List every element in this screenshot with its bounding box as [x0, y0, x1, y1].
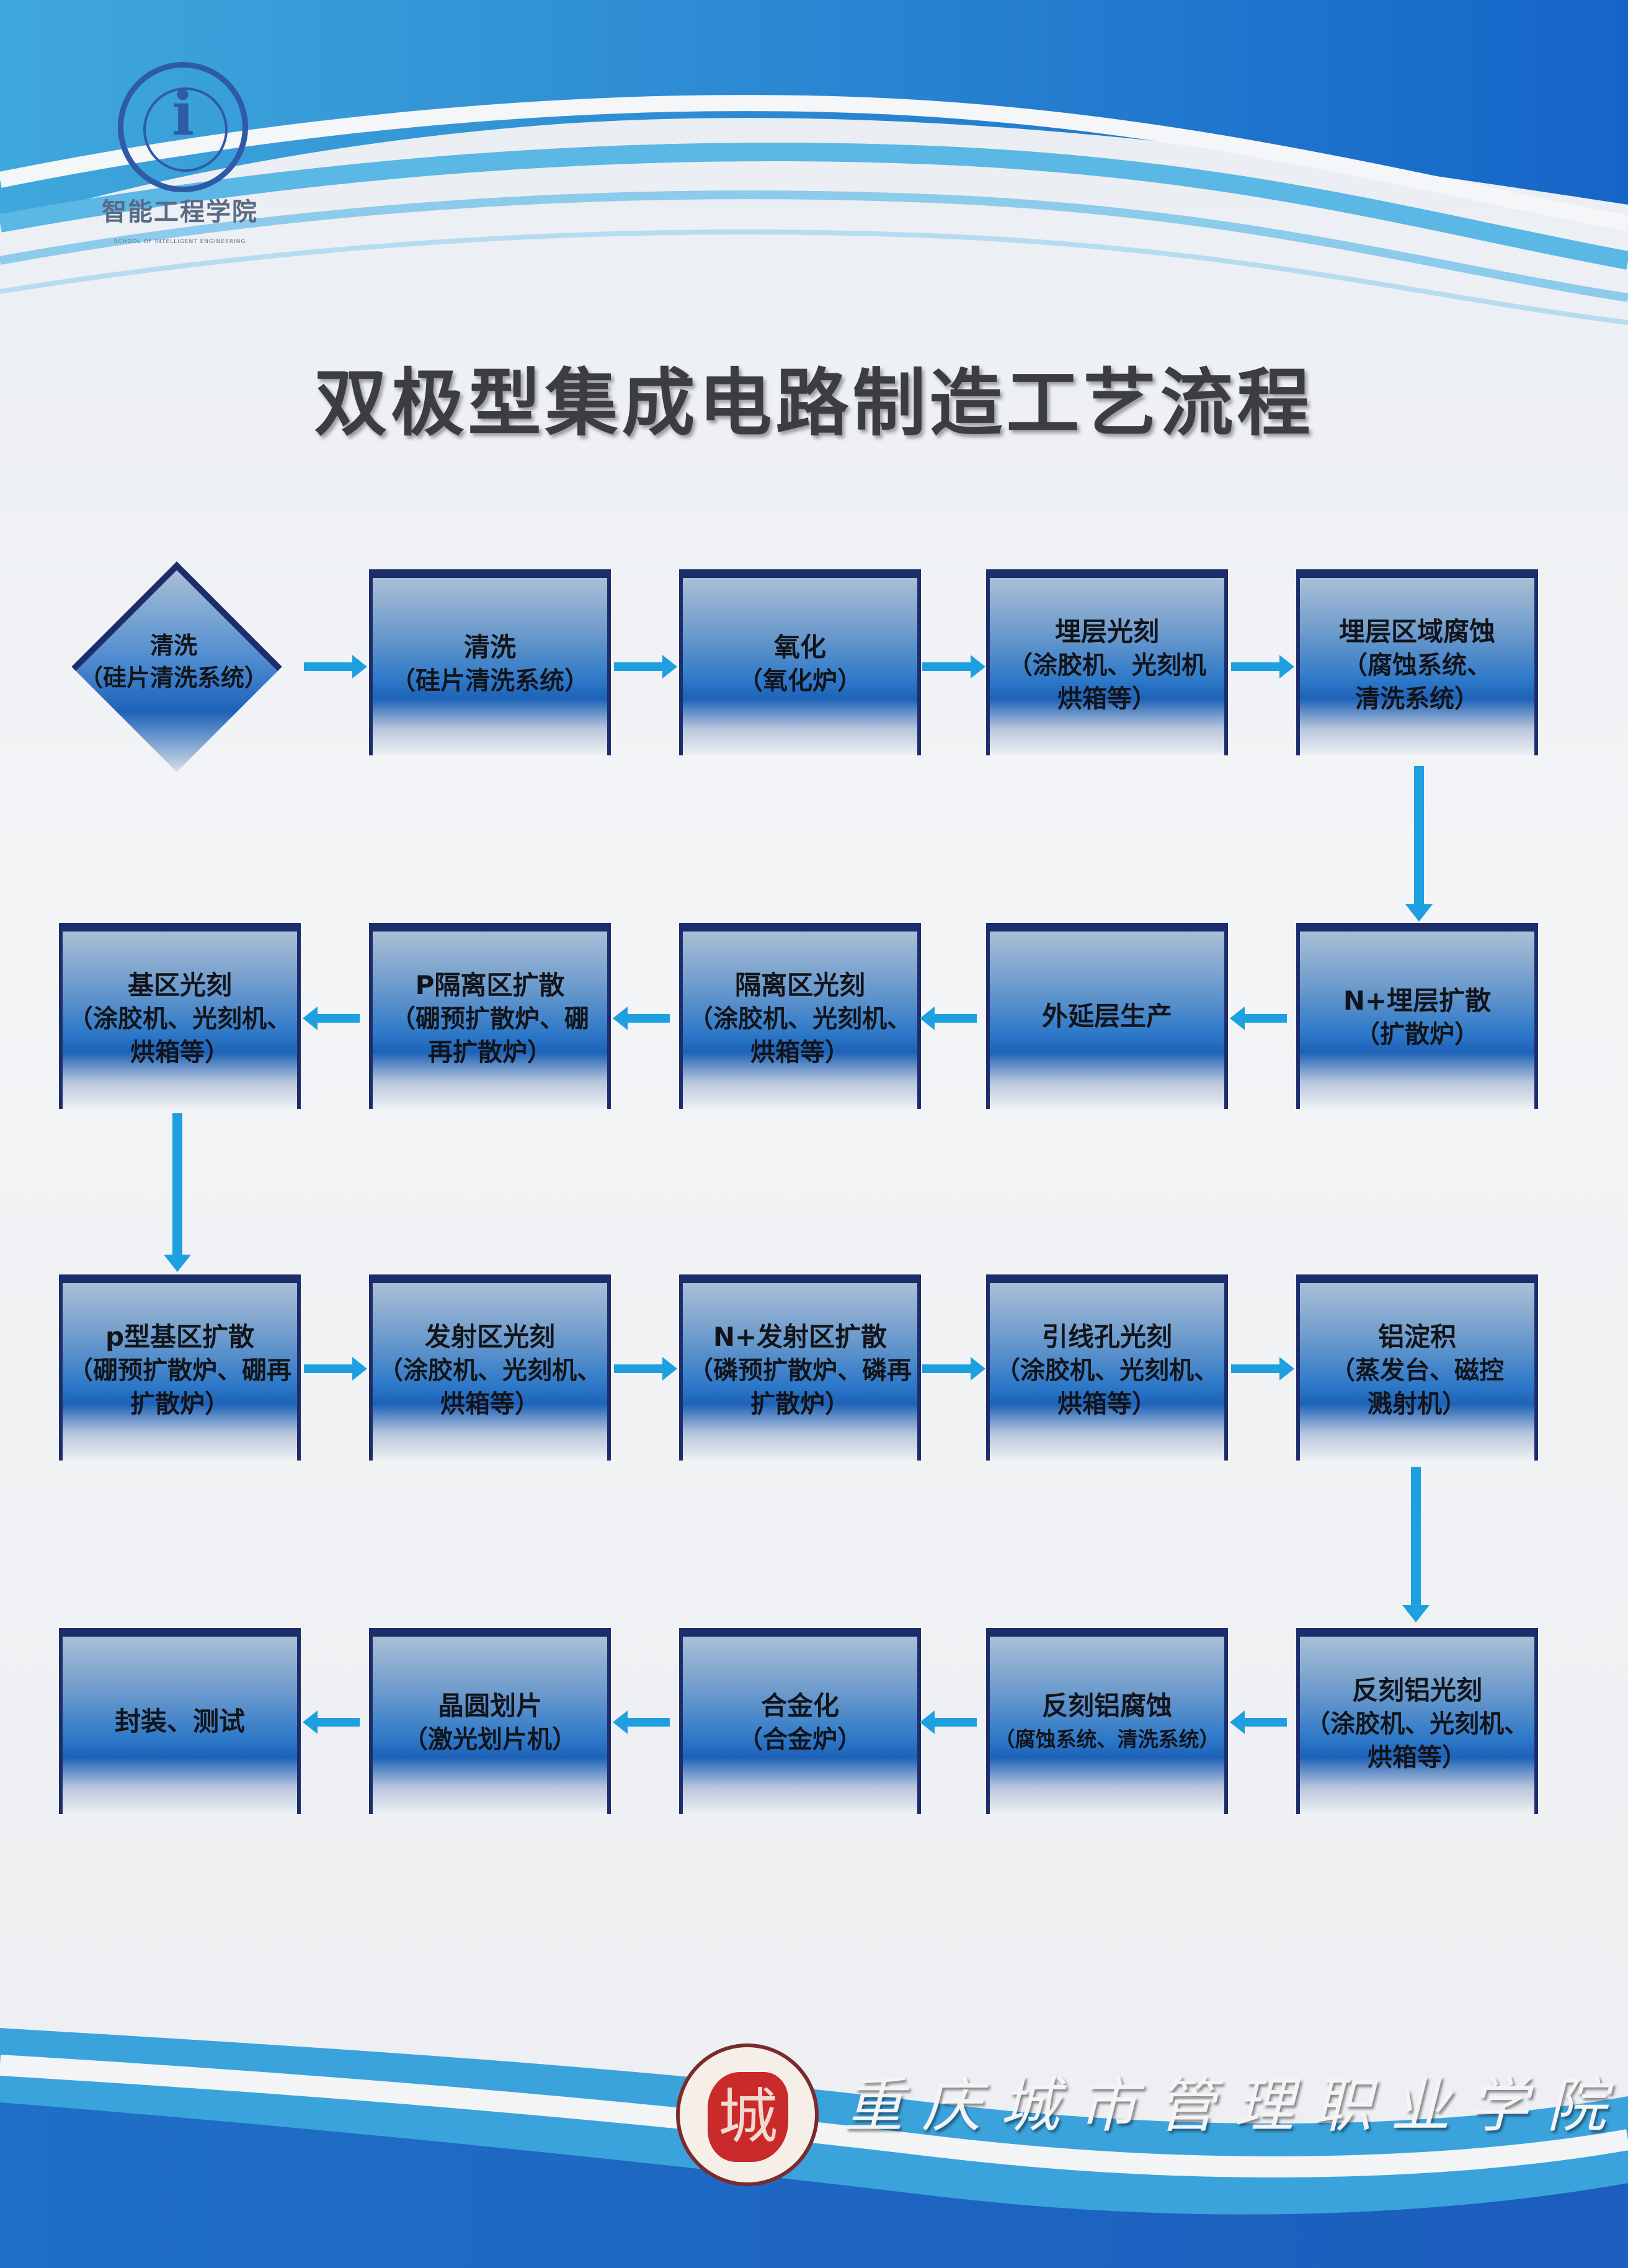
college-seal-logo: 城: [676, 2043, 819, 2186]
arrow-right: [1231, 1357, 1294, 1381]
arrow-down: [1402, 1467, 1430, 1622]
node-title: 反刻铝光刻: [1351, 1675, 1482, 1705]
node-label: （硅片清洗系统）: [79, 664, 268, 692]
node-equipment: （合金炉）: [738, 1725, 862, 1754]
process-node: 封装、测试: [59, 1628, 301, 1814]
node-title: 外延层生产: [1041, 1001, 1172, 1031]
node-equipment: （腐蚀系统、清洗系统）: [994, 1727, 1220, 1751]
node-equipment: （涂胶机、光刻机、: [1306, 1710, 1529, 1738]
node-equipment: （硼预扩散炉、硼: [391, 1005, 589, 1033]
node-equipment: （涂胶机、光刻机: [1008, 651, 1206, 680]
node-equipment: （涂胶机、光刻机、: [995, 1356, 1219, 1385]
process-node: 隔离区光刻 （涂胶机、光刻机、烘箱等）: [679, 923, 921, 1109]
process-node: 合金化 （合金炉）: [679, 1628, 921, 1814]
node-title: 发射区光刻: [424, 1322, 555, 1352]
node-equipment: （硼预扩散炉、硼再: [68, 1356, 291, 1385]
arrow-right: [922, 1357, 985, 1381]
process-node: p型基区扩散 （硼预扩散炉、硼再扩散炉）: [59, 1274, 301, 1461]
process-node: N+发射区扩散 （磷预扩散炉、磷再扩散炉）: [679, 1274, 921, 1461]
arrow-right: [304, 655, 367, 678]
node-title: 铝淀积: [1377, 1322, 1456, 1352]
seal-character: 城: [708, 2072, 788, 2162]
node-equipment: （激光划片机）: [403, 1725, 577, 1754]
school-name: 智能工程学院: [102, 197, 258, 226]
node-title: 氧化: [773, 632, 826, 662]
page-title: 双极型集成电路制造工艺流程: [314, 360, 1314, 446]
node-title: 封装、测试: [114, 1706, 245, 1737]
process-node: 清洗 （硅片清洗系统）: [369, 569, 611, 755]
node-equipment: （涂胶机、光刻机、: [68, 1005, 291, 1033]
process-node: 反刻铝光刻 （涂胶机、光刻机、烘箱等）: [1296, 1628, 1538, 1814]
node-title: 引线孔光刻: [1041, 1322, 1172, 1352]
process-node: 氧化 （氧化炉）: [679, 569, 921, 755]
arrow-right: [614, 1357, 677, 1381]
arrow-left: [920, 1710, 977, 1734]
node-equipment: 烘箱等）: [440, 1390, 540, 1418]
arrow-right: [922, 655, 985, 678]
arrow-left: [303, 1007, 360, 1030]
process-node: 埋层区域腐蚀 （腐蚀系统、清洗系统）: [1296, 569, 1538, 755]
arrow-left: [1230, 1007, 1287, 1030]
node-title: 反刻铝腐蚀: [1041, 1691, 1172, 1721]
process-node: 引线孔光刻 （涂胶机、光刻机、烘箱等）: [986, 1274, 1228, 1461]
process-node: 晶圆划片 （激光划片机）: [369, 1628, 611, 1814]
process-node: 基区光刻 （涂胶机、光刻机、烘箱等）: [59, 923, 301, 1109]
arrow-left: [920, 1007, 977, 1030]
node-title: 晶圆划片: [437, 1691, 542, 1721]
node-equipment: 烘箱等）: [750, 1038, 850, 1067]
process-node: 外延层生产: [986, 923, 1228, 1109]
node-equipment: 烘箱等）: [130, 1038, 229, 1067]
college-name: 重庆城市管理职业学院: [843, 2071, 1625, 2140]
node-equipment: 扩散炉）: [750, 1390, 850, 1418]
node-title: 基区光刻: [127, 970, 232, 1000]
node-title: 隔离区光刻: [734, 970, 865, 1000]
node-title: N+埋层扩散: [1343, 985, 1492, 1016]
node-equipment: 烘箱等）: [1057, 1390, 1157, 1418]
node-equipment: 扩散炉）: [130, 1390, 229, 1418]
arrow-right: [304, 1357, 367, 1381]
node-equipment: 溅射机）: [1368, 1390, 1467, 1418]
school-english-name: SCHOOL OF INTELLIGENT ENGINEERING: [113, 239, 246, 245]
node-equipment: （氧化炉）: [738, 667, 862, 695]
arrow-left: [1230, 1710, 1287, 1734]
node-label: 清洗: [149, 632, 197, 659]
arrow-left: [613, 1710, 670, 1734]
node-title: 合金化: [760, 1691, 839, 1721]
arrow-right: [614, 655, 677, 678]
arrow-right: [1231, 655, 1294, 678]
arrow-down: [164, 1113, 191, 1272]
process-node: N+埋层扩散 （扩散炉）: [1296, 923, 1538, 1109]
arrow-down: [1405, 766, 1433, 922]
arrow-left: [613, 1007, 670, 1030]
node-equipment: 再扩散炉）: [428, 1038, 552, 1067]
node-title: 埋层区域腐蚀: [1338, 616, 1495, 647]
start-node: 清洗 （硅片清洗系统）: [71, 561, 282, 772]
process-node: 发射区光刻 （涂胶机、光刻机、烘箱等）: [369, 1274, 611, 1461]
node-title: N+发射区扩散: [713, 1322, 887, 1352]
node-title: 清洗: [463, 632, 516, 662]
process-node: 铝淀积 （蒸发台、磁控溅射机）: [1296, 1274, 1538, 1461]
node-equipment: （涂胶机、光刻机、: [378, 1356, 602, 1385]
process-node: P隔离区扩散 （硼预扩散炉、硼再扩散炉）: [369, 923, 611, 1109]
node-equipment: （蒸发台、磁控: [1330, 1356, 1504, 1385]
node-equipment: （涂胶机、光刻机、: [688, 1005, 912, 1033]
node-equipment: （扩散炉）: [1355, 1020, 1479, 1049]
node-equipment: 清洗系统）: [1355, 685, 1479, 713]
node-equipment: 烘箱等）: [1057, 685, 1157, 713]
process-node: 反刻铝腐蚀 （腐蚀系统、清洗系统）: [986, 1628, 1228, 1814]
node-equipment: 烘箱等）: [1368, 1743, 1467, 1772]
node-equipment: （硅片清洗系统）: [391, 667, 589, 695]
node-equipment: （腐蚀系统、: [1343, 651, 1492, 680]
node-title: 埋层光刻: [1054, 616, 1159, 647]
arrow-left: [303, 1710, 360, 1734]
school-logo: i: [118, 62, 248, 192]
node-title: p型基区扩散: [105, 1322, 255, 1352]
node-equipment: （磷预扩散炉、磷再: [688, 1356, 912, 1385]
node-title: P隔离区扩散: [415, 970, 565, 1000]
process-node: 埋层光刻 （涂胶机、光刻机烘箱等）: [986, 569, 1228, 755]
